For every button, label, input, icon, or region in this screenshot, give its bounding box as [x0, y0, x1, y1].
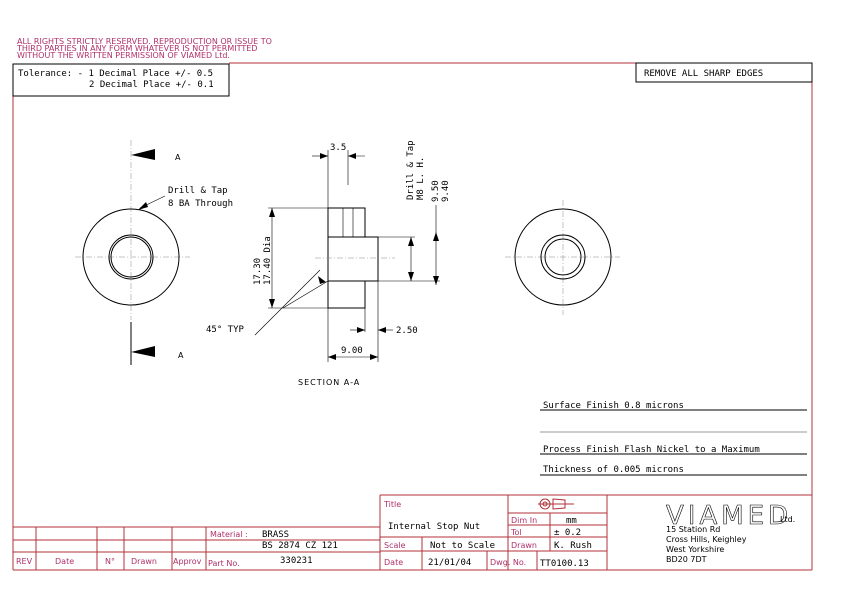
- part-label: Part No.: [208, 559, 240, 568]
- end-view-left: A A Drill & Tap 8 BA Through: [75, 140, 233, 365]
- company-block: VIAMED Ltd. 15 Station Rd Cross Hills, K…: [666, 501, 796, 564]
- copyright-line-1: ALL RIGHTS STRICTLY RESERVED. REPRODUCTI…: [17, 37, 272, 46]
- sharp-edges-note: REMOVE ALL SHARP EDGES: [644, 69, 763, 79]
- rev-header: REV: [16, 557, 33, 566]
- dim-dia-2: 17.40 Dia: [263, 236, 273, 285]
- dim-3-5: 3.5: [330, 143, 346, 153]
- title-label: Title: [383, 500, 401, 509]
- approv-header: Approv: [173, 557, 202, 566]
- dim-value: mm: [566, 516, 577, 526]
- address-line-3: West Yorkshire: [666, 545, 724, 554]
- drill-tap-note-1: Drill & Tap: [406, 140, 416, 200]
- drill-tap-note-2: M8 L. H.: [416, 157, 426, 200]
- tolerance-box: [12, 63, 230, 97]
- address-line-4: BD20 7DT: [666, 555, 707, 564]
- dim-label: Dim In: [511, 516, 537, 525]
- sharp-edges-box: [635, 62, 813, 83]
- section-title: SECTION A-A: [298, 378, 360, 387]
- section-marker-bottom: A: [178, 351, 184, 360]
- drill-note-1: Drill & Tap: [168, 186, 228, 196]
- tolerance-line-2: 2 Decimal Place +/- 0.1: [89, 80, 214, 90]
- material-value: BRASS: [262, 530, 289, 540]
- address-line-2: Cross Hills, Keighley: [666, 535, 747, 544]
- dim-2-50: 2.50: [396, 326, 418, 336]
- scale-value: Not to Scale: [430, 541, 495, 551]
- date-value: 21/01/04: [428, 558, 471, 568]
- section-view: 3.5 17.30 17.40 Dia Drill & Tap M8 L. H.…: [206, 140, 451, 387]
- tol-label: Tol: [510, 528, 522, 537]
- part-value: 330231: [280, 556, 313, 566]
- projection-symbol-icon: [538, 498, 574, 510]
- dim-9-40: 9.40: [441, 180, 451, 202]
- surface-finish-note: Surface Finish 0.8 microns: [543, 401, 684, 411]
- title-block: Title Internal Stop Nut Dim In mm Tol ± …: [379, 494, 812, 570]
- address-line-1: 15 Station Rd: [666, 525, 720, 534]
- drawn-value: K. Rush: [554, 541, 592, 551]
- date-header: Date: [55, 557, 74, 566]
- drawing-frame: [12, 62, 813, 571]
- company-logo: VIAMED: [666, 501, 792, 531]
- thickness-note: Thickness of 0.005 microns: [543, 465, 684, 475]
- date-label: Date: [384, 558, 403, 567]
- scale-label: Scale: [384, 541, 406, 550]
- section-arrow-top: [131, 149, 155, 160]
- revision-block: REV Date N° Drawn Approv Material : BRAS…: [13, 526, 380, 570]
- drawn-header: Drawn: [131, 557, 157, 566]
- dim-9-00: 9.00: [341, 346, 363, 356]
- copyright-line-3: WITHOUT THE WRITTEN PERMISSION OF VIAMED…: [17, 51, 230, 60]
- end-view-right: [505, 200, 620, 315]
- drill-note-2: 8 BA Through: [168, 199, 233, 209]
- number-header: N°: [105, 557, 115, 566]
- drawn-label: Drawn: [511, 541, 537, 550]
- title-value: Internal Stop Nut: [388, 522, 480, 532]
- material-spec: BS 2874 CZ 121: [262, 541, 338, 551]
- process-finish-note: Process Finish Flash Nickel to a Maximum: [543, 445, 760, 455]
- chamfer-note: 45° TYP: [206, 325, 245, 335]
- tolerance-line-1: Tolerance: - 1 Decimal Place +/- 0.5: [18, 69, 213, 79]
- company-suffix: Ltd.: [780, 515, 795, 524]
- dwg-value: TT0100.13: [540, 559, 589, 569]
- dim-dia-1: 17.30: [253, 258, 263, 285]
- section-arrow-bottom: [131, 346, 155, 357]
- dwg-label: Dwg. No.: [490, 558, 526, 567]
- tol-value: ± 0.2: [554, 528, 581, 538]
- copyright-line-2: THIRD PARTIES IN ANY FORM WHATEVER IS NO…: [16, 44, 257, 53]
- section-marker-top: A: [175, 153, 181, 162]
- material-label: Material :: [210, 530, 248, 539]
- dim-9-50: 9.50: [431, 180, 441, 202]
